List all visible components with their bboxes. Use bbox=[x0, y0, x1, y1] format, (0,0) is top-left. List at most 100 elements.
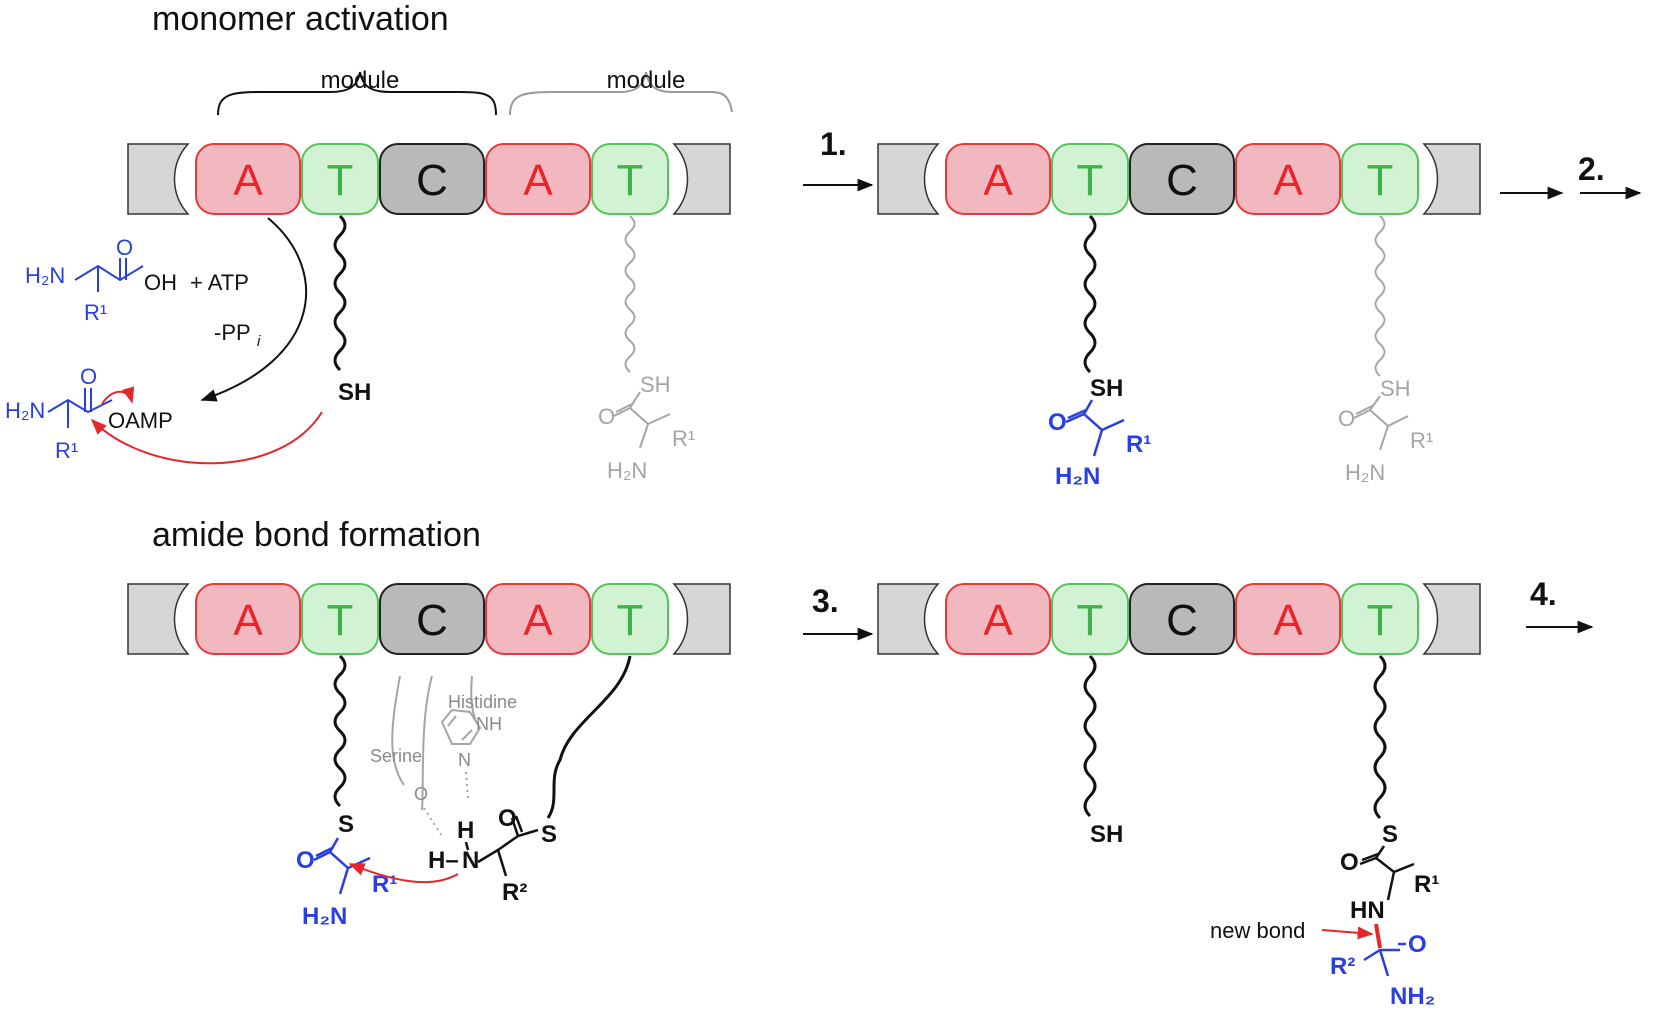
adenylation-domain-4 bbox=[485, 583, 591, 655]
thiolation-domain-5 bbox=[1341, 583, 1419, 655]
svg-text:H–: H– bbox=[428, 847, 459, 874]
thiolation-domain-5 bbox=[591, 583, 669, 655]
left-end-cap bbox=[127, 583, 190, 655]
left-end-cap bbox=[127, 143, 190, 215]
amino-acid-structure: H₂N O OH R¹ bbox=[25, 235, 177, 325]
plus-atp-label: + ATP bbox=[190, 270, 249, 295]
amide-bond-formation-title: amide bond formation bbox=[152, 516, 481, 554]
step-1-arrow: 1. bbox=[803, 126, 874, 192]
svg-text:O: O bbox=[1338, 406, 1355, 431]
adenylation-domain-label-4: A bbox=[1273, 156, 1303, 205]
adenylation-domain-1 bbox=[945, 143, 1051, 215]
grey-thioester-panel2: SH O R¹ H₂N bbox=[1338, 376, 1433, 485]
svg-text:S: S bbox=[1382, 821, 1398, 848]
module-label-2: module bbox=[607, 67, 686, 94]
histidine-n-label: N bbox=[458, 750, 471, 770]
svg-text:N: N bbox=[462, 847, 479, 874]
thiolation-domain-5 bbox=[591, 143, 669, 215]
module-brace-1: module bbox=[217, 67, 497, 116]
condensation-domain-label-3: C bbox=[416, 596, 448, 645]
tether-panel1-t2 bbox=[624, 215, 636, 373]
monomer-activation-title: monomer activation bbox=[152, 0, 449, 38]
condensation-domain-3 bbox=[379, 143, 485, 215]
tether-panel4-t2 bbox=[1373, 654, 1387, 820]
amine-label-2: H₂N bbox=[5, 398, 45, 423]
step-3-label: 3. bbox=[812, 583, 839, 619]
thiolation-domain-label-2: T bbox=[1077, 156, 1104, 205]
tether-panel4-t1 bbox=[1083, 654, 1097, 818]
ester-cleavage-arrow bbox=[101, 386, 135, 405]
svg-text:R¹: R¹ bbox=[1126, 431, 1151, 458]
condensation-domain-label-3: C bbox=[416, 156, 448, 205]
aminoacyl-thioester-panel2: SH O R¹ H₂N bbox=[1048, 375, 1151, 490]
condensation-domain-label-3: C bbox=[1166, 156, 1198, 205]
thiolation-domain-label-5: T bbox=[617, 596, 644, 645]
step-2-label: 2. bbox=[1578, 151, 1605, 187]
svg-text:R¹: R¹ bbox=[672, 426, 695, 451]
condensation-domain-3 bbox=[1129, 143, 1235, 215]
svg-text:-PP: -PP bbox=[214, 320, 251, 345]
adenylation-domain-label-1: A bbox=[983, 596, 1013, 645]
svg-text:H₂N: H₂N bbox=[607, 458, 647, 483]
ppi-label: -PP i bbox=[214, 320, 261, 350]
adenylation-arrow bbox=[200, 217, 308, 402]
active-site-residues: Histidine NH N Serine O bbox=[370, 675, 517, 837]
donor-aminoacyl-panel3: H H– N O S R² bbox=[428, 805, 557, 906]
svg-text:H₂N: H₂N bbox=[302, 903, 347, 930]
tether-panel2-t1 bbox=[1083, 214, 1097, 374]
condensation-domain-3 bbox=[1129, 583, 1235, 655]
condensation-domain-3 bbox=[379, 583, 485, 655]
step-4-label: 4. bbox=[1530, 576, 1557, 612]
module-label-1: module bbox=[321, 67, 400, 94]
thiolation-domain-label-2: T bbox=[1077, 596, 1104, 645]
thiolation-domain-label-5: T bbox=[1367, 156, 1394, 205]
tether-panel1-t1 bbox=[333, 214, 347, 372]
thiolation-domain-2 bbox=[301, 143, 379, 215]
adenylation-domain-label-1: A bbox=[983, 156, 1013, 205]
free-thiol-label: SH bbox=[1090, 821, 1123, 848]
right-end-cap bbox=[672, 583, 731, 655]
step-4-arrow: 4. bbox=[1526, 576, 1594, 634]
thiolation-domain-2 bbox=[301, 583, 379, 655]
carbonyl-o-label: O bbox=[116, 235, 133, 260]
svg-text:H₂N: H₂N bbox=[1345, 460, 1385, 485]
adenylation-domain-4 bbox=[485, 143, 591, 215]
svg-text:H₂N: H₂N bbox=[1055, 463, 1100, 490]
step-1-label: 1. bbox=[820, 126, 847, 162]
left-end-cap bbox=[877, 143, 940, 215]
svg-text:SH: SH bbox=[640, 372, 671, 397]
thiol-attack-arrow bbox=[90, 411, 323, 465]
serine-label: Serine bbox=[370, 746, 422, 766]
svg-text:NH₂: NH₂ bbox=[1390, 983, 1435, 1010]
histidine-nh-label: NH bbox=[476, 714, 502, 734]
svg-text:O: O bbox=[1340, 849, 1359, 876]
r1-label-2: R¹ bbox=[55, 438, 78, 463]
svg-text:O: O bbox=[1408, 931, 1427, 958]
adenylation-domain-4 bbox=[1235, 143, 1341, 215]
adenylation-domain-label-4: A bbox=[523, 156, 553, 205]
svg-text:R¹: R¹ bbox=[1414, 871, 1439, 898]
grey-thioester-panel1: SH O R¹ H₂N bbox=[598, 372, 695, 483]
thiolation-domain-label-2: T bbox=[327, 596, 354, 645]
svg-text:R²: R² bbox=[502, 879, 527, 906]
svg-text:SH: SH bbox=[1380, 376, 1411, 401]
histidine-label: Histidine bbox=[448, 692, 517, 712]
thiolation-domain-2 bbox=[1051, 583, 1129, 655]
adenylation-domain-label-1: A bbox=[233, 156, 263, 205]
adenylation-domain-1 bbox=[195, 143, 301, 215]
right-end-cap bbox=[672, 143, 731, 215]
svg-text:HN: HN bbox=[1350, 897, 1385, 924]
adenylation-domain-1 bbox=[195, 583, 301, 655]
thiolation-domain-5 bbox=[1341, 143, 1419, 215]
svg-text:R²: R² bbox=[1330, 953, 1355, 980]
amine-label: H₂N bbox=[25, 263, 65, 288]
svg-text:S: S bbox=[338, 811, 354, 838]
svg-text:new bond: new bond bbox=[1210, 918, 1305, 943]
adenylation-domain-label-4: A bbox=[523, 596, 553, 645]
hydroxyl-label: OH bbox=[144, 270, 177, 295]
